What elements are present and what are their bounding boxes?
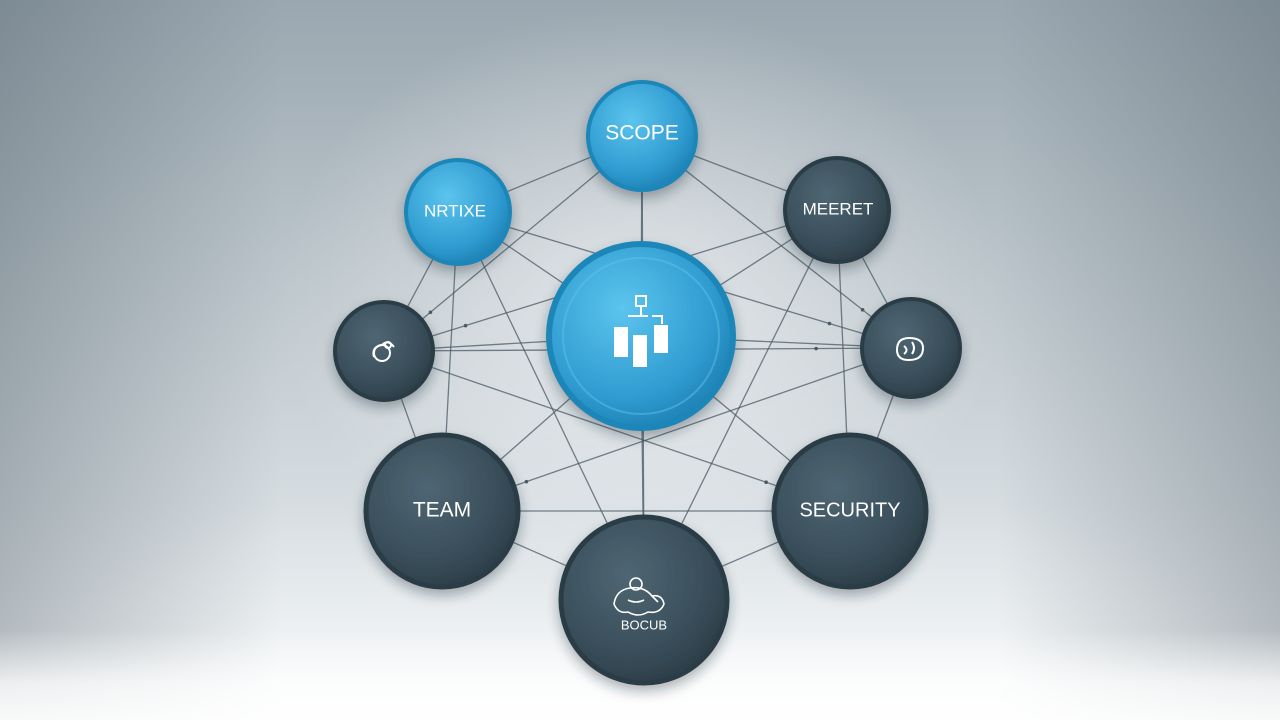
node-security[interactable]: SECURITY — [771, 432, 929, 590]
brain-icon — [895, 336, 925, 362]
node-scope[interactable]: SCOPE — [586, 80, 698, 192]
nodes-layer: SCOPE NRTIXE MEERET — [333, 80, 962, 686]
edge-dot-scope-right_icon — [860, 308, 865, 312]
people-chart-icon — [614, 295, 668, 367]
edge-dot-nrtixe-right_icon — [827, 321, 832, 326]
node-scope-label: SCOPE — [605, 122, 679, 145]
node-nrtixe-label: NRTIXE — [424, 201, 486, 220]
node-bottom-label: BOCUB — [621, 617, 667, 632]
node-left-icon[interactable] — [333, 300, 435, 402]
sketch-icon — [613, 577, 665, 616]
edge-dot-meeret-left_icon — [463, 323, 468, 328]
node-bottom[interactable]: BOCUB — [558, 514, 730, 686]
node-meeret-label: MEERET — [803, 199, 874, 218]
edge-left_icon-security — [383, 350, 851, 512]
node-team-label: TEAM — [413, 499, 471, 522]
node-team[interactable]: TEAM — [363, 432, 521, 590]
edge-dot-left_icon-security — [764, 480, 768, 485]
node-right-icon[interactable] — [860, 297, 962, 399]
edge-dot-left_icon-right_icon — [814, 346, 818, 351]
edge-right_icon-team — [441, 347, 912, 512]
gear-cloud-icon — [372, 341, 395, 362]
edge-dot-right_icon-team — [524, 479, 529, 484]
node-center[interactable] — [546, 241, 736, 431]
node-meeret[interactable]: MEERET — [783, 156, 891, 264]
edge-scope-right_icon — [641, 135, 912, 349]
node-nrtixe[interactable]: NRTIXE — [404, 158, 512, 266]
node-security-label: SECURITY — [799, 499, 900, 521]
edge-dot-scope-left_icon — [428, 310, 433, 315]
